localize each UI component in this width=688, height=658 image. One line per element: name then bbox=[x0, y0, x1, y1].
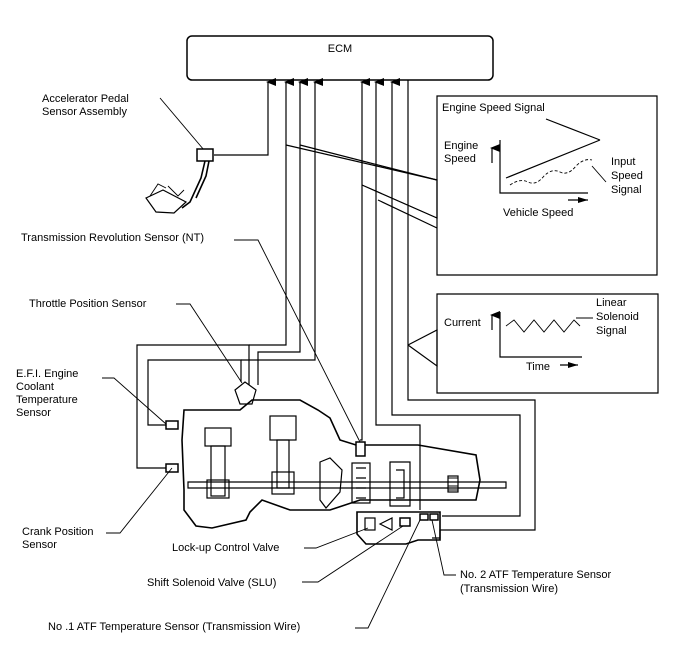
engine-speed-inset: Engine Speed Signal Engine Speed Input S… bbox=[442, 102, 643, 219]
throttle-label: Throttle Position Sensor bbox=[29, 298, 147, 310]
pedal-sensor-icon bbox=[196, 148, 214, 162]
accel-label-1: Accelerator Pedal bbox=[42, 93, 129, 105]
wire-crank bbox=[136, 344, 250, 469]
crank-leader bbox=[106, 467, 173, 534]
slu-leader bbox=[302, 525, 404, 583]
atf2-leader bbox=[431, 519, 456, 576]
input-label-1: Input bbox=[611, 156, 635, 168]
crank-label-1: Crank Position bbox=[22, 526, 94, 538]
engine-speed-callout bbox=[285, 95, 658, 276]
solenoid-wave bbox=[505, 319, 581, 333]
efi-label-1: E.F.I. Engine bbox=[16, 368, 78, 380]
solenoid-title-2: Solenoid bbox=[596, 311, 639, 323]
valve-body bbox=[356, 511, 441, 545]
engine-inset-ylabel-2: Speed bbox=[444, 153, 476, 165]
efi-label-4: Sensor bbox=[16, 407, 51, 419]
solenoid-axes bbox=[499, 312, 582, 358]
lockup-label: Lock-up Control Valve bbox=[172, 542, 279, 554]
ecm-box: ECM bbox=[186, 35, 494, 81]
efi-label-2: Coolant bbox=[16, 381, 54, 393]
nt-sensor-label: Transmission Revolution Sensor (NT) bbox=[21, 232, 204, 244]
nt-gear bbox=[447, 475, 459, 493]
input-speed-leader bbox=[591, 165, 607, 183]
wire-efi bbox=[147, 359, 242, 426]
atf1-label: No .1 ATF Temperature Sensor (Transmissi… bbox=[48, 621, 300, 633]
input-label-3: Signal bbox=[611, 184, 642, 196]
solenoid-ylabel: Current bbox=[444, 317, 481, 329]
nt-sensor-leader bbox=[234, 239, 361, 443]
accel-label-2: Sensor Assembly bbox=[42, 106, 127, 118]
pedal-foot-icon bbox=[145, 189, 188, 214]
throttle-leader bbox=[176, 303, 243, 384]
crank-label-2: Sensor bbox=[22, 539, 57, 551]
solenoid-callout: Current Time Linear Solenoid Signal bbox=[407, 293, 659, 394]
atf2-label-1: No. 2 ATF Temperature Sensor bbox=[460, 569, 612, 581]
solenoid-title-3: Signal bbox=[596, 325, 627, 337]
efi-leader bbox=[102, 377, 167, 425]
atf1-leader bbox=[355, 519, 421, 629]
atf2-label-2: (Transmission Wire) bbox=[460, 583, 558, 595]
engine-inset-ylabel-1: Engine bbox=[444, 140, 478, 152]
engine-speed-line bbox=[505, 139, 601, 179]
engine-title-leader bbox=[545, 118, 601, 141]
input-label-2: Speed bbox=[611, 170, 643, 182]
lockup-leader bbox=[304, 527, 369, 549]
ecm-label: ECM bbox=[328, 43, 352, 55]
engine-housing bbox=[165, 381, 507, 529]
ecm-input-wires bbox=[136, 78, 536, 539]
solenoid-xlabel: Time bbox=[526, 361, 550, 373]
nt-sensor-icon bbox=[355, 441, 366, 457]
slu-label: Shift Solenoid Valve (SLU) bbox=[147, 577, 276, 589]
accelerator-pedal: Accelerator Pedal Sensor Assembly bbox=[42, 93, 214, 214]
solenoid-title-1: Linear bbox=[596, 297, 627, 309]
efi-sensor-icon bbox=[165, 420, 179, 430]
efi-label-3: Temperature bbox=[16, 394, 78, 406]
engine-inset-title: Engine Speed Signal bbox=[442, 102, 545, 114]
throttle-body-icon bbox=[234, 381, 257, 405]
input-speed-line bbox=[509, 159, 593, 186]
engine-inset-xlabel: Vehicle Speed bbox=[503, 207, 573, 219]
engine-axes bbox=[499, 140, 588, 194]
